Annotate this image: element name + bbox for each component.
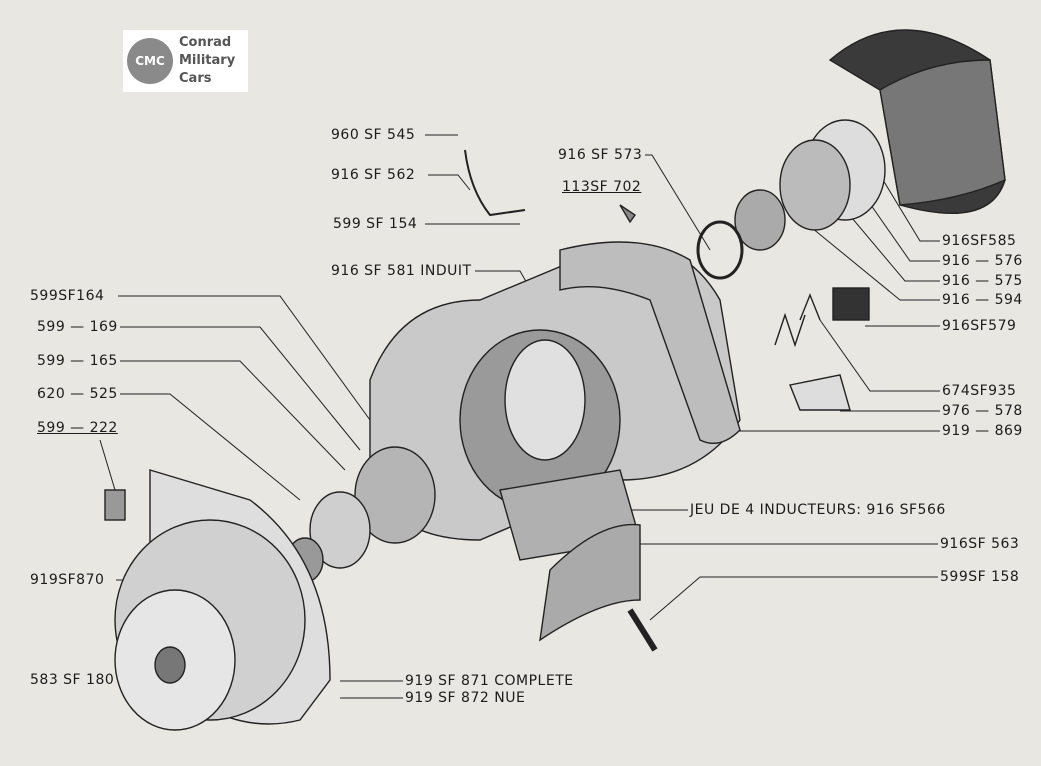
part-label: 599SF164 [30, 288, 105, 304]
logo-line1: Conrad [179, 35, 232, 50]
part-label: 599 — 222 [37, 420, 118, 436]
rear-bearing-stack [696, 119, 886, 280]
part-label: 674SF935 [942, 383, 1017, 399]
drive-end-plate-and-pulley [114, 469, 331, 731]
part-label: 919 SF 871 COMPLETE [405, 673, 574, 689]
logo-seal: CMC [127, 38, 173, 84]
part-label: 583 SF 180 [30, 672, 115, 688]
part-label: 916 — 576 [942, 253, 1023, 269]
part-label: 620 — 525 [37, 386, 118, 402]
part-label: 916 SF 573 [558, 147, 643, 163]
logo-text: Conrad Military Cars [179, 34, 235, 88]
small-parts [464, 149, 870, 652]
part-label: 919 SF 872 NUE [405, 690, 526, 706]
part-label: 960 SF 545 [331, 127, 416, 143]
part-label: 916SF579 [942, 318, 1017, 334]
part-label: 976 — 578 [942, 403, 1023, 419]
part-label: 916 — 594 [942, 292, 1023, 308]
cover-band [828, 29, 1006, 215]
front-bearing-stack [104, 446, 436, 583]
logo: CMC Conrad Military Cars [123, 30, 248, 92]
part-label: 599 — 169 [37, 319, 118, 335]
part-label: 919SF870 [30, 572, 105, 588]
part-label: 916SF585 [942, 233, 1017, 249]
part-label: 919 — 869 [942, 423, 1023, 439]
part-label: 599 SF 154 [333, 216, 418, 232]
part-label: 113SF 702 [562, 179, 642, 195]
part-label: JEU DE 4 INDUCTEURS: 916 SF566 [690, 502, 946, 518]
part-label: 916 SF 562 [331, 167, 416, 183]
part-label: 916SF 563 [940, 536, 1020, 552]
logo-line2: Military [179, 53, 236, 68]
part-label: 599 — 165 [37, 353, 118, 369]
part-label: 599SF 158 [940, 569, 1020, 585]
logo-line3: Cars [179, 71, 212, 86]
part-label: 916 — 575 [942, 273, 1023, 289]
part-label: 916 SF 581 INDUIT [331, 263, 472, 279]
